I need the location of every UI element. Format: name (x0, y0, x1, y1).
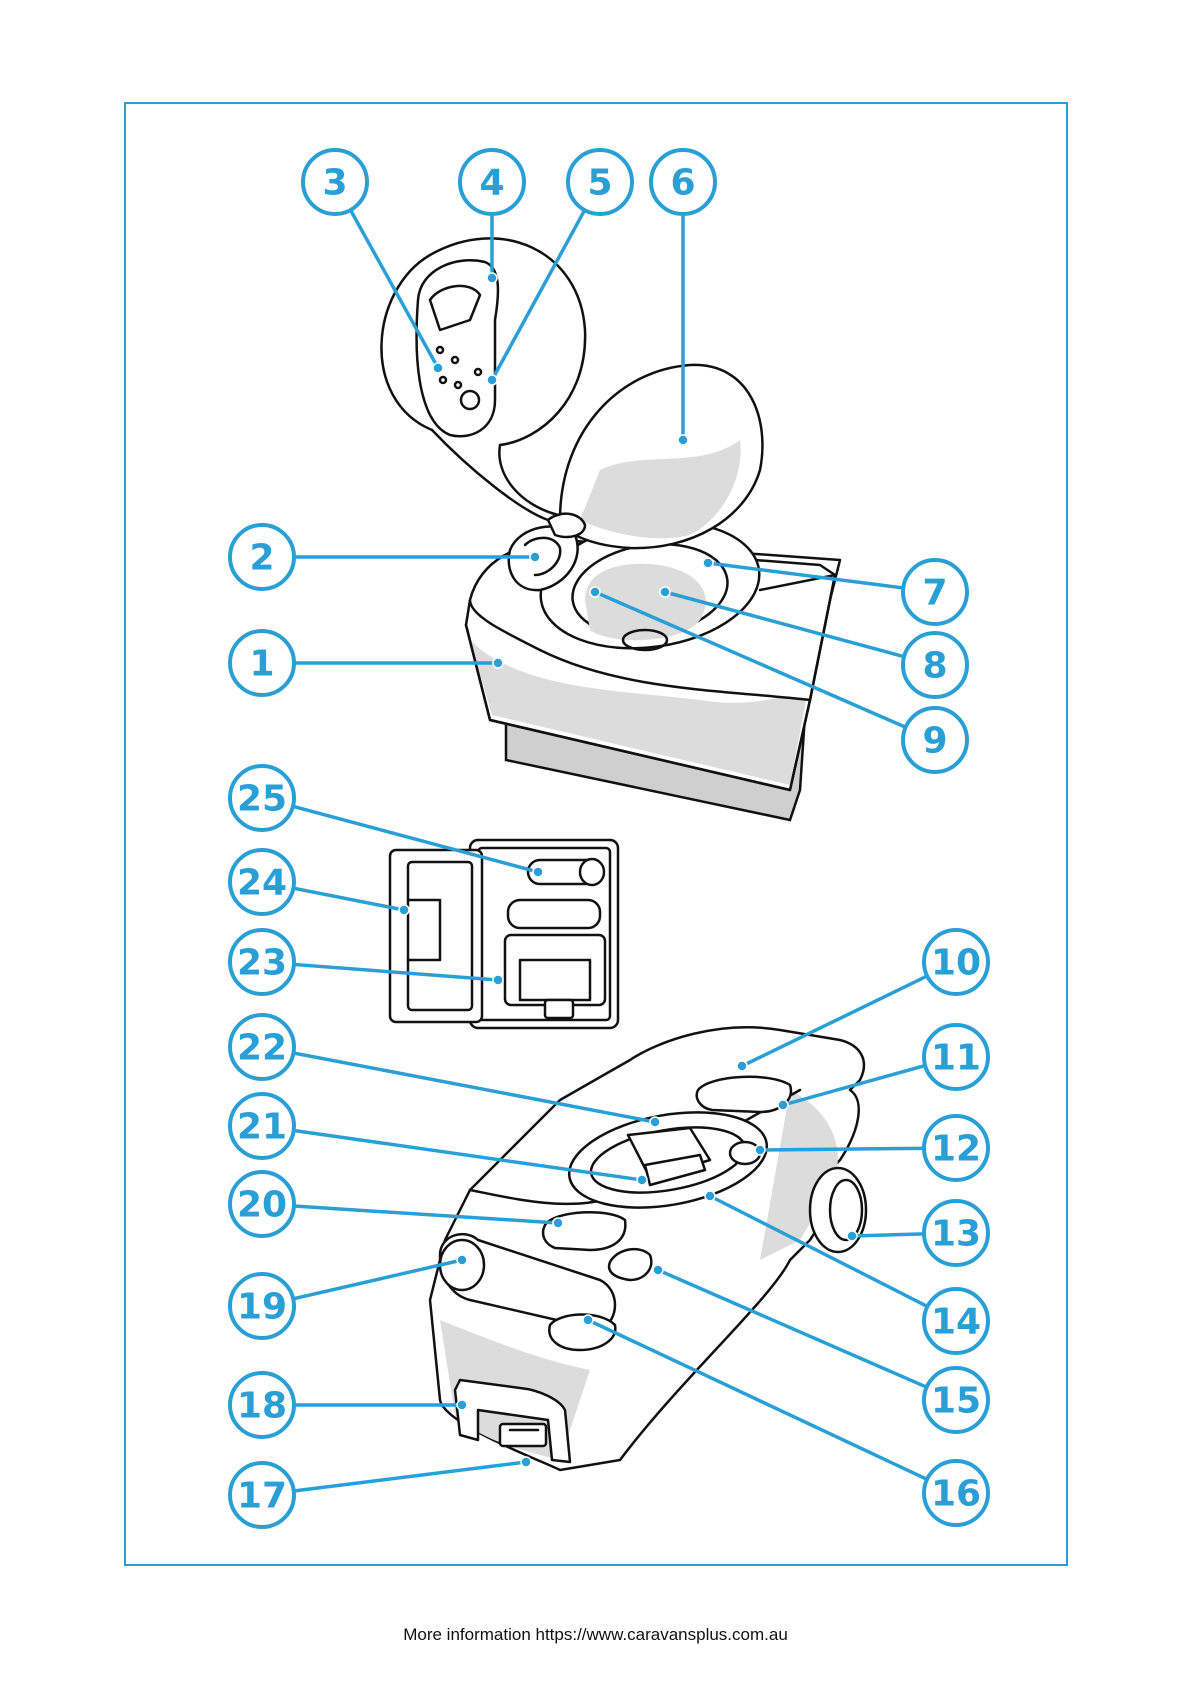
callout-number-21: 21 (237, 1107, 287, 1148)
leader-dot-10 (737, 1061, 747, 1071)
callout-number-7: 7 (922, 573, 947, 614)
callout-number-3: 3 (322, 163, 347, 204)
callout-number-9: 9 (922, 721, 947, 762)
leader-line-5 (492, 210, 585, 380)
leader-dot-20 (553, 1218, 563, 1228)
callout-number-4: 4 (479, 163, 504, 204)
leader-dot-1 (493, 658, 503, 668)
callout-number-25: 25 (237, 779, 287, 820)
leader-dot-7 (703, 558, 713, 568)
callout-number-2: 2 (249, 538, 274, 579)
leader-dot-8 (660, 587, 670, 597)
leader-dot-21 (637, 1175, 647, 1185)
callout-number-8: 8 (922, 646, 947, 687)
leader-dot-15 (653, 1265, 663, 1275)
callout-number-14: 14 (931, 1302, 981, 1343)
callout-number-18: 18 (237, 1386, 287, 1427)
leader-dot-25 (533, 867, 543, 877)
callout-number-19: 19 (237, 1287, 287, 1328)
leader-line-12 (760, 1148, 924, 1150)
leader-dot-17 (521, 1457, 531, 1467)
leader-dot-23 (493, 975, 503, 985)
leader-dot-6 (678, 435, 688, 445)
callout-number-13: 13 (931, 1214, 981, 1255)
leader-dot-11 (778, 1100, 788, 1110)
leader-dot-4 (487, 273, 497, 283)
leader-dot-24 (399, 905, 409, 915)
toilet-illustration (466, 365, 840, 820)
leader-line-17 (294, 1462, 526, 1491)
callout-number-12: 12 (931, 1129, 981, 1170)
callout-number-20: 20 (237, 1185, 287, 1226)
callout-number-11: 11 (931, 1038, 981, 1079)
flush-panel-inset (381, 238, 585, 520)
footer-link-text: More information https://www.caravansplu… (0, 1625, 1191, 1645)
leader-dot-22 (650, 1117, 660, 1127)
callout-number-1: 1 (249, 644, 274, 685)
leader-line-24 (293, 888, 404, 910)
leader-dot-9 (590, 587, 600, 597)
callout-number-23: 23 (237, 943, 287, 984)
leader-dot-2 (530, 552, 540, 562)
callout-number-17: 17 (237, 1476, 287, 1517)
leader-dot-5 (487, 375, 497, 385)
leader-dot-14 (705, 1191, 715, 1201)
callout-number-5: 5 (587, 163, 612, 204)
leader-line-13 (852, 1234, 924, 1236)
callout-number-24: 24 (237, 863, 287, 904)
waste-tank-illustration (430, 1027, 866, 1470)
leader-dot-12 (755, 1145, 765, 1155)
leader-dot-16 (583, 1315, 593, 1325)
leader-dot-3 (433, 363, 443, 373)
leader-dot-13 (847, 1231, 857, 1241)
callout-number-6: 6 (670, 163, 695, 204)
cassette-door-illustration (390, 840, 618, 1028)
leader-dot-19 (457, 1255, 467, 1265)
callout-number-15: 15 (931, 1381, 981, 1422)
callout-number-22: 22 (237, 1028, 287, 1069)
callout-number-16: 16 (931, 1474, 981, 1515)
callout-number-10: 10 (931, 943, 981, 984)
leader-dot-18 (457, 1400, 467, 1410)
